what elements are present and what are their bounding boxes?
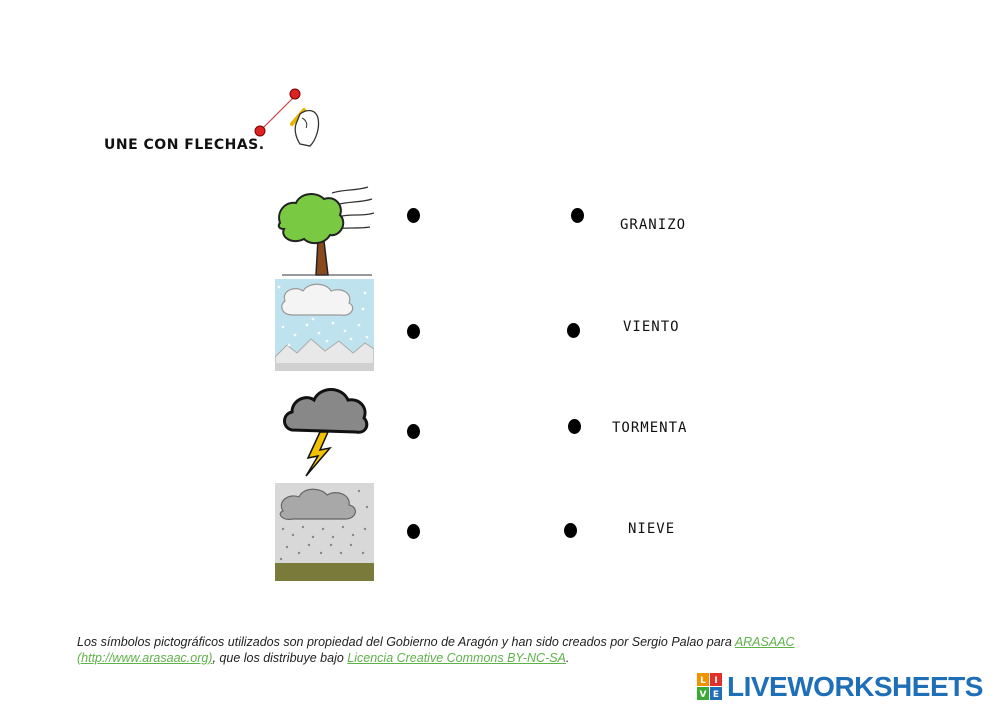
right-dot-4[interactable]: [564, 523, 577, 538]
credits-text: Los símbolos pictográficos utilizados so…: [77, 635, 795, 665]
right-dot-3[interactable]: [568, 419, 581, 434]
left-dot-3[interactable]: [407, 424, 420, 439]
svg-text:I: I: [714, 676, 717, 686]
brand-name: LIVEWORKSHEETS: [727, 671, 983, 702]
right-dot-1[interactable]: [571, 208, 584, 223]
word-nieve: NIEVE: [628, 521, 676, 537]
pencil-connect-icon: [254, 88, 320, 147]
left-dot-2[interactable]: [407, 324, 420, 339]
license-link[interactable]: Licencia Creative Commons BY-NC-SA: [347, 651, 566, 665]
word-viento: VIENTO: [623, 319, 680, 335]
tree-wind-picture: [277, 186, 375, 276]
word-tormenta: TORMENTA: [612, 420, 688, 436]
snow-picture: [275, 279, 374, 371]
instruction-title: UNE CON FLECHAS.: [104, 137, 265, 153]
left-dot-1[interactable]: [407, 208, 420, 223]
svg-text:L: L: [700, 676, 706, 686]
right-dot-2[interactable]: [567, 323, 580, 338]
liveworksheets-logo: L I V E LIVEWORKSHEETS: [697, 670, 983, 704]
svg-text:V: V: [700, 690, 707, 700]
svg-text:E: E: [713, 690, 719, 700]
word-granizo: GRANIZO: [620, 217, 687, 233]
left-dot-4[interactable]: [407, 524, 420, 539]
liveworksheets-logo-icon: L I V E: [697, 673, 722, 700]
storm-picture: [283, 388, 369, 477]
arasaac-link[interactable]: ARASAAC: [734, 635, 795, 649]
hail-picture: [275, 483, 374, 581]
arasaac-url-link[interactable]: (http://www.arasaac.org): [77, 651, 213, 665]
